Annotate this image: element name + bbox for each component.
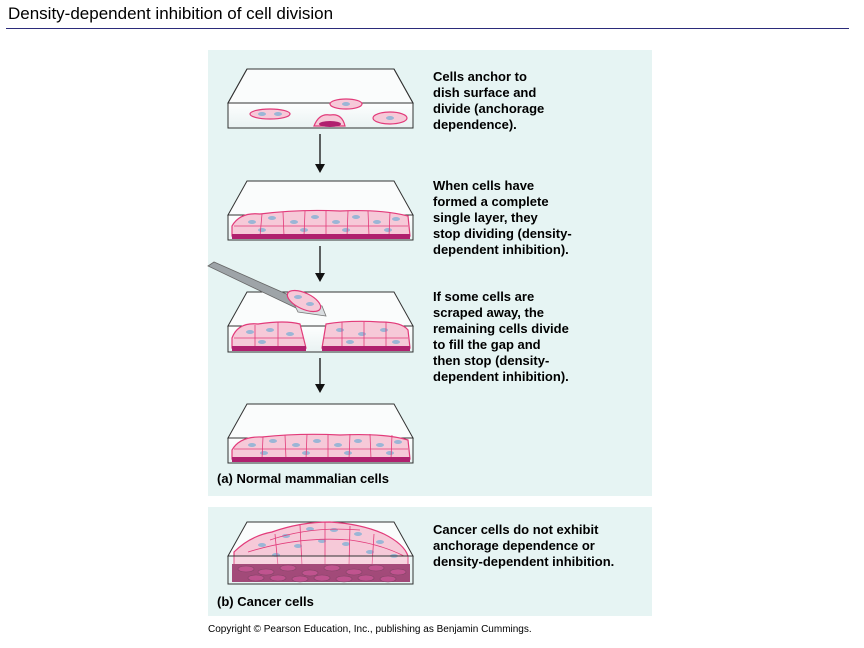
- dish-2: [227, 180, 414, 241]
- dividing-cell: [313, 114, 346, 127]
- cancer-caption: Cancer cells do not exhibit anchorage de…: [433, 522, 615, 569]
- slide-title: Density-dependent inhibition of cell div…: [8, 4, 334, 23]
- anchored-cell: [372, 111, 408, 125]
- anchored-cell: [329, 98, 363, 110]
- cell-monolayer: [231, 209, 411, 237]
- copyright-notice: Copyright © Pearson Education, Inc., pub…: [208, 624, 532, 635]
- panel-b-label: (b) Cancer cells: [217, 594, 314, 609]
- remaining-cells-right: [321, 320, 411, 349]
- scraper-tool: [207, 261, 327, 317]
- dish-4: [227, 403, 414, 464]
- step-3-caption: If some cells are scraped away, the rema…: [433, 289, 569, 384]
- dish-3: [207, 261, 414, 353]
- step-1-caption: Cells anchor to dish surface and divide …: [433, 69, 545, 132]
- title-divider: [6, 28, 849, 29]
- dish-1: [227, 68, 414, 129]
- arrow-down: [315, 134, 325, 173]
- anchored-cell: [249, 108, 291, 120]
- dish-cancer: [227, 521, 414, 585]
- step-2-caption: When cells have formed a complete single…: [433, 178, 572, 257]
- arrow-down: [315, 358, 325, 393]
- cell-monolayer: [231, 433, 411, 460]
- arrow-down: [315, 246, 325, 282]
- remaining-cells-left: [231, 321, 307, 349]
- panel-a-label: (a) Normal mammalian cells: [217, 471, 389, 486]
